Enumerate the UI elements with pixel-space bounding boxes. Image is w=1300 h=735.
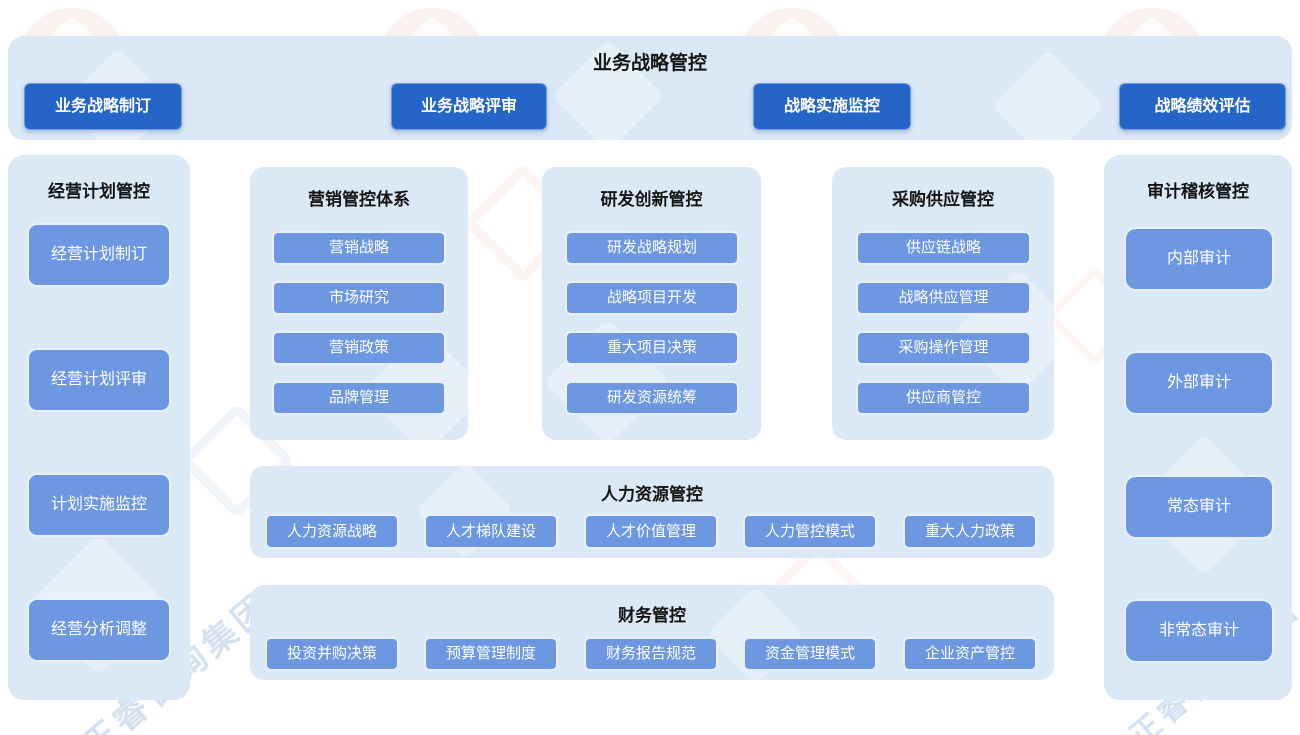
panel-title-business-plan: 经营计划管控 — [48, 182, 150, 201]
panel-finance: 财务管控 投资并购决策 预算管理制度 财务报告规范 资金管理模式 企业资产管控 — [250, 585, 1054, 680]
panel-title-procurement: 采购供应管控 — [892, 190, 994, 209]
box-capital-management: 资金管理模式 — [743, 637, 877, 671]
box-financial-reporting: 财务报告规范 — [584, 637, 718, 671]
panel-business-plan: 经营计划管控 经营计划制订 经营计划评审 计划实施监控 经营分析调整 — [8, 155, 190, 700]
box-external-audit: 外部审计 — [1124, 351, 1274, 415]
box-strategy-review: 业务战略评审 — [391, 83, 547, 130]
panel-marketing: 营销管控体系 营销战略 市场研究 营销政策 品牌管理 — [250, 167, 468, 440]
box-plan-review: 经营计划评审 — [27, 348, 171, 412]
box-talent-pipeline: 人才梯队建设 — [424, 514, 558, 549]
panel-rnd: 研发创新管控 研发战略规划 战略项目开发 重大项目决策 研发资源统筹 — [542, 167, 761, 440]
box-plan-monitoring: 计划实施监控 — [27, 473, 171, 537]
box-major-project-decision: 重大项目决策 — [565, 331, 739, 365]
box-routine-audit: 常态审计 — [1124, 475, 1274, 539]
box-corporate-asset-control: 企业资产管控 — [903, 637, 1037, 671]
box-budget-management: 预算管理制度 — [424, 637, 558, 671]
box-strategic-supply-management: 战略供应管理 — [856, 281, 1031, 315]
panel-title-finance: 财务管控 — [618, 606, 686, 625]
box-supplier-control: 供应商管控 — [856, 381, 1031, 415]
panel-audit: 审计稽核管控 内部审计 外部审计 常态审计 非常态审计 — [1104, 155, 1292, 700]
box-supply-chain-strategy: 供应链战略 — [856, 231, 1031, 265]
box-strategy-performance-evaluation: 战略绩效评估 — [1119, 83, 1286, 130]
panel-title-marketing: 营销管控体系 — [308, 190, 410, 209]
box-analysis-adjustment: 经营分析调整 — [27, 598, 171, 662]
box-rnd-resource-coordination: 研发资源统筹 — [565, 381, 739, 415]
box-major-hr-policy: 重大人力政策 — [903, 514, 1037, 549]
box-hr-strategy: 人力资源战略 — [265, 514, 399, 549]
box-brand-management: 品牌管理 — [272, 381, 446, 415]
box-procurement-operations: 采购操作管理 — [856, 331, 1031, 365]
panel-title-audit: 审计稽核管控 — [1147, 182, 1249, 201]
panel-hr: 人力资源管控 人力资源战略 人才梯队建设 人才价值管理 人力管控模式 重大人力政… — [250, 466, 1054, 558]
panel-title-hr: 人力资源管控 — [601, 485, 703, 504]
box-market-research: 市场研究 — [272, 281, 446, 315]
box-hr-control-model: 人力管控模式 — [743, 514, 877, 549]
box-rnd-strategy-planning: 研发战略规划 — [565, 231, 739, 265]
panel-title-business-strategy: 业务战略管控 — [592, 53, 707, 74]
box-talent-value: 人才价值管理 — [584, 514, 718, 549]
box-strategy-implementation-monitoring: 战略实施监控 — [753, 83, 911, 130]
box-plan-formulation: 经营计划制订 — [27, 223, 171, 287]
box-investment-ma-decision: 投资并购决策 — [265, 637, 399, 671]
box-strategy-formulation: 业务战略制订 — [24, 83, 182, 130]
box-marketing-strategy: 营销战略 — [272, 231, 446, 265]
box-marketing-policy: 营销政策 — [272, 331, 446, 365]
box-non-routine-audit: 非常态审计 — [1124, 599, 1274, 663]
panel-title-rnd: 研发创新管控 — [600, 190, 703, 209]
box-strategic-project-development: 战略项目开发 — [565, 281, 739, 315]
box-internal-audit: 内部审计 — [1124, 227, 1274, 291]
panel-business-strategy: 业务战略管控 业务战略制订 业务战略评审 战略实施监控 战略绩效评估 — [8, 36, 1292, 140]
panel-procurement: 采购供应管控 供应链战略 战略供应管理 采购操作管理 供应商管控 — [832, 167, 1054, 440]
